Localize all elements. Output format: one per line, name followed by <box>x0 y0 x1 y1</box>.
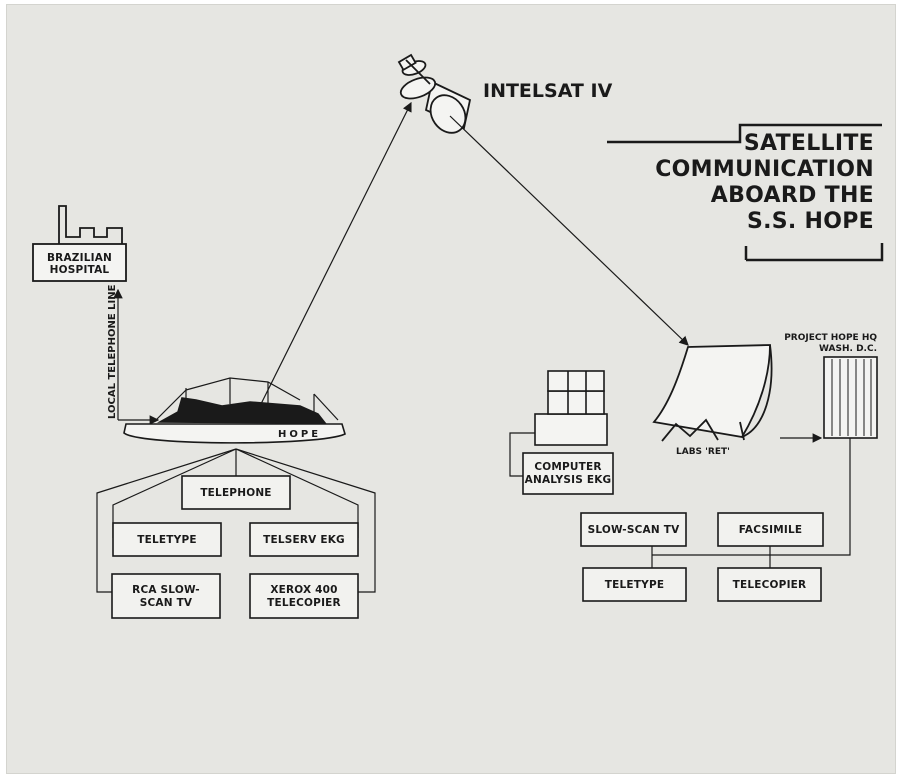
hq-label-line-1: PROJECT HOPE HQ <box>784 333 877 343</box>
computer-icon <box>534 370 608 446</box>
computer-analysis-box <box>522 452 614 495</box>
hospital-label-line-2: HOSPITAL <box>49 264 110 276</box>
title-bracket <box>607 123 884 262</box>
computer-connector <box>509 432 535 477</box>
xerox-telecopier-label-line-1: XEROX 400 <box>270 584 338 596</box>
ship-equipment-connectors <box>96 448 376 593</box>
rca-slow-scan-label-line-2: SCAN TV <box>139 597 193 609</box>
title-line-4: S.S. HOPE <box>746 209 874 234</box>
facsimile-label: FACSIMILE <box>738 524 803 536</box>
ship-name: HOPE <box>278 429 322 440</box>
title-line-1: SATELLITE <box>743 131 874 156</box>
hq-teletype-label: TELETYPE <box>604 579 665 591</box>
title-line-3: ABOARD THE <box>710 183 874 208</box>
hospital-label-line-1: BRAZILIAN <box>46 252 113 264</box>
hq-label-line-2: WASH. D.C. <box>819 344 877 354</box>
uplink-arrow <box>255 101 412 415</box>
title-line-2: COMMUNICATION <box>655 157 874 182</box>
telecopier-label: TELECOPIER <box>732 579 807 591</box>
slow-scan-tv-label: SLOW-SCAN TV <box>587 524 680 536</box>
computer-label-line-2: ANALYSIS EKG <box>524 474 612 486</box>
local-telephone-line-label: LOCAL TELEPHONE LINE <box>107 284 118 419</box>
satellite-label: INTELSAT IV <box>483 80 613 102</box>
telephone-label: TELEPHONE <box>200 487 272 499</box>
dish-antenna-icon <box>652 344 773 442</box>
rca-slow-scan-label-line-1: RCA SLOW- <box>132 584 200 596</box>
xerox-telecopier-label-line-2: TELECOPIER <box>267 597 341 609</box>
hq-equipment-boxes <box>580 512 824 602</box>
factory-icon <box>32 205 127 282</box>
ground-station-label: LABS 'RET' <box>676 447 730 457</box>
building-icon <box>823 356 878 439</box>
ship-teletype-label: TELETYPE <box>137 534 197 546</box>
satellite-icon <box>397 53 472 134</box>
ship-equipment-boxes <box>111 475 359 619</box>
downlink-arrow <box>449 115 689 346</box>
ship-icon <box>123 377 346 444</box>
computer-label-line-1: COMPUTER <box>534 461 602 473</box>
telserv-ekg-label: TELSERV EKG <box>263 534 345 546</box>
